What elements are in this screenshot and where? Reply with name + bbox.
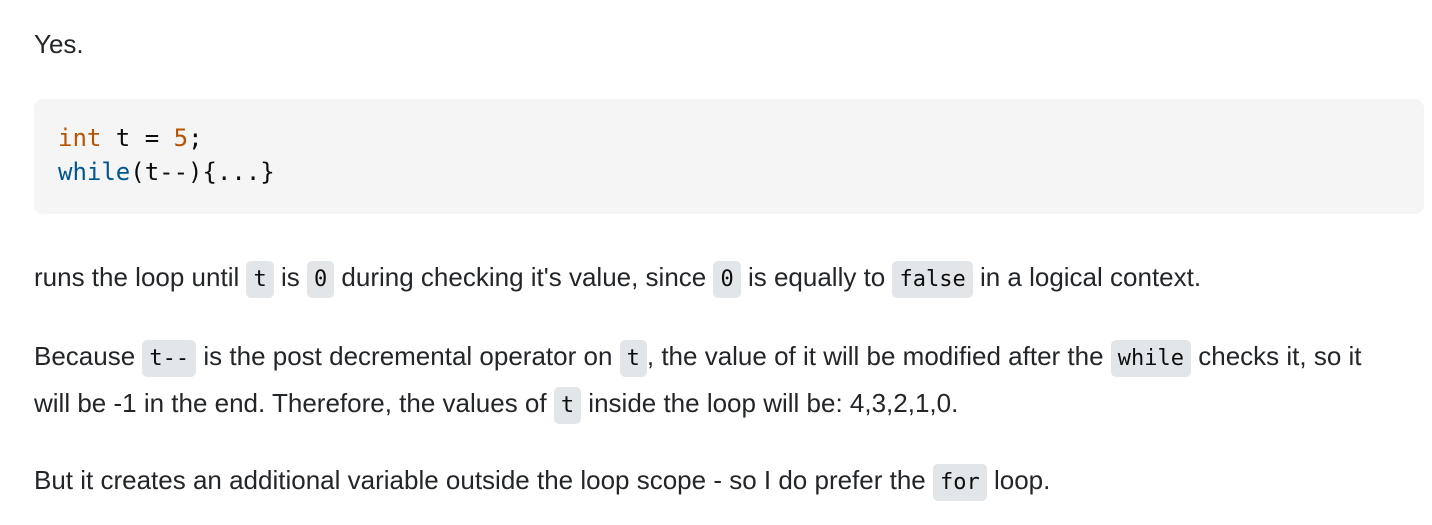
intro-text: Yes. <box>34 29 84 59</box>
inline-code: while <box>1110 340 1192 377</box>
inline-code: for <box>933 464 987 501</box>
text-run: is the post decremental operator on <box>196 341 620 371</box>
inline-code: 0 <box>713 261 741 298</box>
text-run: inside the loop will be: 4,3,2,1,0. <box>581 388 959 418</box>
inline-code: 0 <box>306 261 335 298</box>
inline-code: false <box>892 261 973 298</box>
code-declaration: t = <box>101 124 174 152</box>
code-line-2: while(t--){...} <box>58 158 275 186</box>
paragraph-loop-condition: runs the loop until t is 0 during checki… <box>34 255 1201 302</box>
inline-code: t <box>619 340 647 377</box>
text-run: , the value of it will be modified after… <box>646 341 1111 371</box>
code-keyword-int: int <box>58 124 102 152</box>
code-loop-rest: (t--){...} <box>130 158 275 186</box>
paragraph-scope-note: But it creates an additional variable ou… <box>34 458 1050 505</box>
text-run: during checking it's value, since <box>334 262 714 292</box>
code-line-1: int t = 5; <box>58 124 203 152</box>
inline-code: t <box>553 387 582 424</box>
code-number: 5 <box>173 124 189 152</box>
inline-code: t-- <box>142 340 197 377</box>
text-run: is <box>273 262 307 292</box>
code-semicolon: ; <box>188 124 203 152</box>
paragraph-post-decrement: Because t-- is the post decremental oper… <box>34 334 1404 428</box>
inline-code: t <box>246 261 274 298</box>
text-run: is equally to <box>740 262 893 292</box>
code-block: int t = 5; while(t--){...} <box>34 99 1424 214</box>
text-run: runs the loop until <box>34 262 247 292</box>
text-run: But it creates an additional variable ou… <box>34 465 933 495</box>
text-run: loop. <box>986 465 1051 495</box>
text-run: Because <box>34 341 143 371</box>
text-run: checks it, so it will be -1 in the end. … <box>34 341 1362 418</box>
text-run: in a logical context. <box>972 262 1202 292</box>
code-keyword-while: while <box>58 158 131 186</box>
